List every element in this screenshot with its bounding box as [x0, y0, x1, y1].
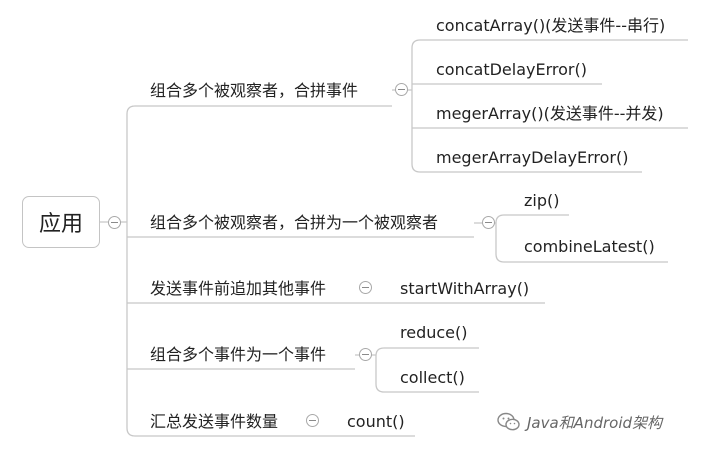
- leaf-count[interactable]: count(): [347, 412, 405, 431]
- leaf-concat-delay-error[interactable]: concatDelayError(): [436, 60, 587, 79]
- branch-1-label[interactable]: 组合多个被观察者，合拼事件: [150, 81, 359, 100]
- wechat-icon: [497, 412, 520, 431]
- branch-1-collapse-icon[interactable]: [395, 83, 408, 96]
- trunk-line: [126, 105, 136, 437]
- branch-4-label[interactable]: 组合多个事件为一个事件: [150, 345, 327, 364]
- leaf-meger-array[interactable]: megerArray()(发送事件--并发): [436, 104, 664, 123]
- branch-2-label[interactable]: 组合多个被观察者，合拼为一个被观察者: [150, 213, 439, 232]
- leaf-concat-array[interactable]: concatArray()(发送事件--串行): [436, 16, 666, 35]
- root-label: 应用: [38, 212, 83, 237]
- branch-5-collapse-icon[interactable]: [306, 414, 319, 427]
- branch-4-collapse-icon[interactable]: [359, 348, 372, 361]
- leaf-zip[interactable]: zip(): [524, 191, 560, 210]
- watermark-text: Java和Android架构: [527, 413, 663, 432]
- watermark: Java和Android架构: [496, 409, 662, 435]
- root-node[interactable]: 应用: [22, 196, 100, 248]
- leaf-start-with-array[interactable]: startWithArray(): [400, 279, 530, 298]
- branch-2-collapse-icon[interactable]: [482, 216, 495, 229]
- branch-3-label[interactable]: 发送事件前追加其他事件: [150, 279, 327, 298]
- branch-3-collapse-icon[interactable]: [359, 281, 372, 294]
- leaf-collect[interactable]: collect(): [400, 368, 465, 387]
- leaf-meger-array-delay-error[interactable]: megerArrayDelayError(): [436, 148, 629, 167]
- leaf-reduce[interactable]: reduce(): [400, 323, 468, 342]
- leaf-combine-latest[interactable]: combineLatest(): [524, 237, 655, 256]
- root-collapse-icon[interactable]: [108, 216, 121, 229]
- branch-5-label[interactable]: 汇总发送事件数量: [150, 412, 279, 431]
